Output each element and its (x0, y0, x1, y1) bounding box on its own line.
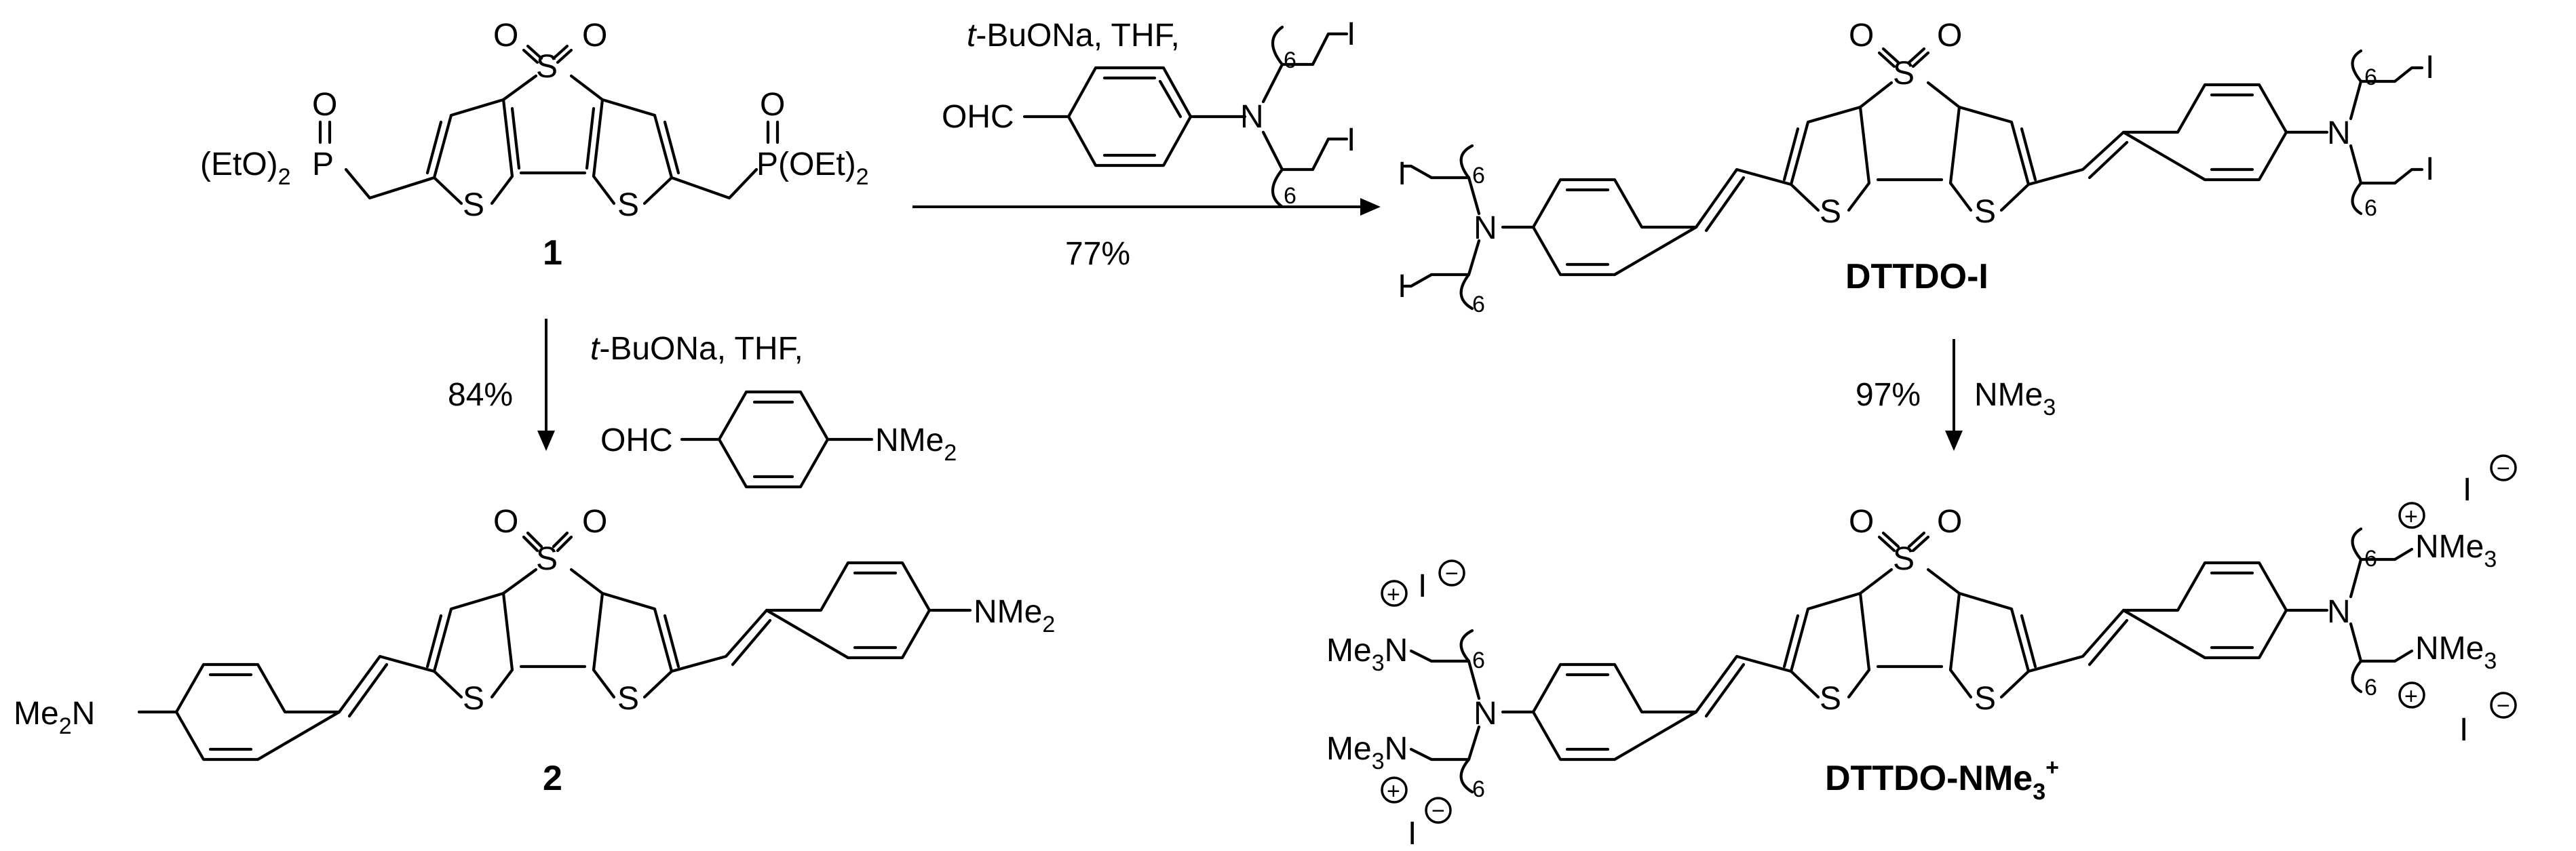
left-reagent-line1: t-BuONa, THF, (590, 331, 803, 367)
counterion-i-right-upper: I (2463, 472, 2472, 508)
left-chain-n-upper-n: 6 (1472, 648, 1485, 673)
left-me3n-lower: Me3N (1326, 731, 1408, 774)
thiophene-s-left-2: S (463, 681, 484, 717)
right-reaction-arrow: 97% NMe3 (1856, 339, 2056, 451)
phosphonate-ethoxy-left-1: (EtO)2 (200, 146, 291, 190)
charge-plus-right-lower (2398, 681, 2425, 709)
sulfone-o-right-i: O (1937, 18, 1962, 54)
counterion-i-right-lower: I (2459, 712, 2468, 748)
sulfone-o-right-n: O (1937, 504, 1962, 540)
charge-plus-left-upper-sign: + (1387, 582, 1400, 608)
thiophene-s-right-2: S (617, 681, 639, 717)
thiophene-s-right-n: S (1974, 681, 1996, 717)
charge-plus-right-upper (2398, 502, 2425, 529)
compound-1-structure: O S O S S P O (EtO)2 O P(OEt)2 1 (200, 18, 869, 273)
thiophene-s-left-n: S (1820, 681, 1841, 717)
charge-plus-left-upper (1381, 580, 1408, 607)
phosphonate-o-left-1: O (312, 87, 337, 123)
left-chain-n-upper-i: 6 (1472, 163, 1485, 189)
top-reagent-line1: t-BuONa, THF, (967, 18, 1180, 54)
top-reagent-n: N (1240, 99, 1264, 135)
dttdo-nme3-label: DTTDO-NMe3+ (1825, 755, 2059, 805)
charge-plus-right-upper-sign: + (2404, 504, 2418, 530)
top-reagent-ohc: OHC (942, 99, 1014, 135)
charge-plus-right-lower-sign: + (2404, 684, 2418, 709)
right-nme3-upper: NMe3 (2415, 529, 2497, 572)
dttdo-i-structure: O S O S S N 6 6 I I N 6 6 I I DTTDO-I (1398, 18, 2434, 317)
sulfone-o-right-1: O (582, 18, 607, 54)
phosphorus-left-1: P (312, 146, 334, 182)
compound-2-label: 2 (543, 759, 562, 798)
top-yield: 77% (1065, 236, 1130, 272)
top-reaction-arrow: t-BuONa, THF, OHC N 6 6 I I 77% (912, 16, 1381, 272)
phosphonate-o-right-1: O (760, 87, 785, 123)
right-amine-n-n: N (2327, 594, 2351, 630)
left-chain-n-lower-i: 6 (1472, 292, 1485, 317)
left-amine-n-i: N (1474, 210, 1497, 246)
phosphonate-ethoxy-right-1: P(OEt)2 (756, 146, 869, 190)
right-chain-n-lower-n: 6 (2364, 675, 2377, 700)
left-me3n-upper: Me3N (1326, 633, 1408, 676)
dttdo-nme3-structure: O S O S S N 6 6 Me3N Me3N + I − + I − (1326, 454, 2517, 851)
thiophene-s-left-1: S (463, 187, 484, 223)
compound-2-structure: O S O S S Me2N NMe2 2 (14, 504, 1055, 798)
right-iodide-upper-i: I (2425, 50, 2434, 85)
charge-minus-left-lower (1425, 797, 1452, 824)
left-reaction-arrow: 84% t-BuONa, THF, OHC NMe2 (448, 319, 957, 489)
right-chain-n-upper-n: 6 (2364, 546, 2377, 572)
charge-minus-right-lower-sign: − (2497, 693, 2510, 719)
left-yield: 84% (448, 377, 513, 413)
sulfone-s-1: S (536, 49, 558, 85)
dttdo-i-label: DTTDO-I (1845, 257, 1988, 296)
charge-minus-right-upper-sign: − (2497, 456, 2510, 481)
left-reagent-ohc: OHC (600, 422, 673, 458)
sulfone-o-left-1: O (493, 18, 518, 54)
left-amine-n-n: N (1474, 696, 1497, 732)
sulfone-o-right-2: O (582, 504, 607, 540)
compound-1-label: 1 (543, 233, 562, 273)
sulfone-s-n: S (1893, 541, 1915, 577)
top-reagent-iodide-upper: I (1347, 16, 1356, 52)
sulfone-o-left-n: O (1849, 504, 1874, 540)
left-iodide-lower-i: I (1398, 269, 1406, 304)
charge-minus-left-upper-sign: − (1445, 561, 1459, 587)
charge-minus-right-lower (2490, 692, 2517, 719)
left-iodide-upper-i: I (1398, 156, 1406, 192)
sulfone-o-left-2: O (493, 504, 518, 540)
left-reagent-nme2: NMe2 (875, 422, 957, 466)
charge-minus-left-upper (1438, 559, 1465, 587)
charge-minus-right-upper (2490, 454, 2517, 481)
right-reagent: NMe3 (1974, 377, 2056, 420)
right-yield: 97% (1856, 377, 1921, 413)
right-iodide-lower-i: I (2425, 151, 2434, 187)
thiophene-s-right-1: S (617, 187, 639, 223)
right-amine-n-i: N (2327, 115, 2351, 151)
counterion-i-left-upper: I (1418, 568, 1427, 604)
charge-plus-left-lower (1381, 776, 1408, 804)
thiophene-s-left-i: S (1820, 194, 1841, 230)
compound-2-nme2: NMe2 (974, 594, 1055, 637)
top-reagent-iodide-lower: I (1347, 122, 1356, 158)
charge-plus-left-lower-sign: + (1387, 778, 1400, 804)
counterion-i-left-lower: I (1408, 816, 1417, 851)
compound-2-me2n: Me2N (14, 696, 95, 739)
top-reagent-chain-n-upper: 6 (1284, 47, 1296, 73)
right-chain-n-lower-i: 6 (2364, 195, 2377, 221)
right-chain-n-upper-i: 6 (2364, 64, 2377, 90)
sulfone-o-left-i: O (1849, 18, 1874, 54)
right-nme3-lower: NMe3 (2415, 631, 2497, 674)
left-chain-n-lower-n: 6 (1472, 776, 1485, 802)
top-reagent-chain-n-lower: 6 (1284, 183, 1296, 209)
thiophene-s-right-i: S (1974, 194, 1996, 230)
charge-minus-left-lower-sign: − (1431, 798, 1445, 824)
